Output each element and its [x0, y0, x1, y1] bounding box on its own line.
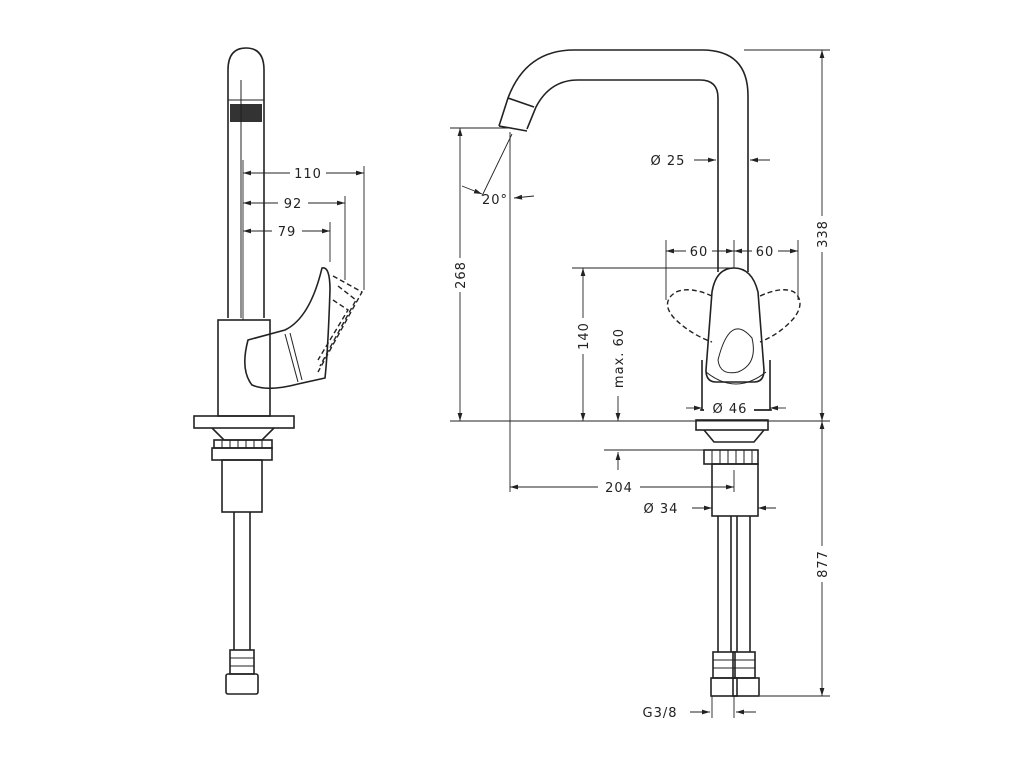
dim-140: 140	[577, 322, 592, 350]
dim-877: 877	[816, 550, 831, 578]
dim-92: 92	[284, 197, 303, 212]
front-view: 20° 268 140 max. 60 Ø 25 60 60 338	[450, 49, 832, 721]
dim-g38: G3/8	[643, 706, 678, 721]
dim-angle-20: 20°	[482, 193, 508, 208]
dim-204: 204	[605, 481, 633, 496]
front-lever	[705, 267, 765, 383]
front-lever-dashed-right	[759, 289, 801, 343]
dim-79: 79	[278, 225, 297, 240]
dim-max-60: max. 60	[612, 328, 627, 388]
side-spout	[227, 47, 265, 318]
dim-110: 110	[294, 167, 322, 182]
side-hose	[233, 512, 251, 650]
dim-dia-25: Ø 25	[651, 154, 686, 169]
side-view: 110 92 79	[193, 47, 365, 695]
front-spout	[498, 49, 749, 272]
dim-60-left: 60	[690, 245, 709, 260]
side-body	[217, 319, 271, 417]
front-base-plate	[695, 419, 769, 431]
side-lever-dashed	[317, 275, 363, 373]
front-lever-dashed-left	[666, 289, 713, 343]
side-shank	[221, 459, 263, 513]
front-shank	[711, 463, 759, 517]
side-base-plate	[193, 415, 295, 429]
front-hoses	[717, 516, 751, 652]
side-lever	[244, 267, 331, 390]
dim-dia-46: Ø 46	[713, 402, 748, 417]
dim-338: 338	[816, 220, 831, 248]
dim-268: 268	[454, 261, 469, 289]
dim-dia-34: Ø 34	[644, 502, 679, 517]
dim-60-right: 60	[756, 245, 775, 260]
side-aerator	[230, 104, 262, 122]
